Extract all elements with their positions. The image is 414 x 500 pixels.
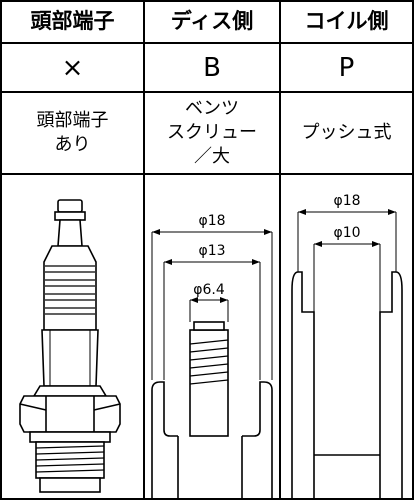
coil-outer-dim-label: φ18 xyxy=(333,193,360,209)
disc-arrowheads xyxy=(152,229,272,303)
screw-terminal-drawing xyxy=(151,321,273,499)
code-coil-side: P xyxy=(338,53,355,83)
code-disc-side: B xyxy=(203,53,221,83)
coil-dimension-lines xyxy=(297,211,397,312)
header-head-terminal: 頭部端子 xyxy=(30,9,115,33)
push-terminal-drawing xyxy=(291,271,403,499)
coil-inner-dim-label: φ10 xyxy=(333,225,360,241)
disc-outer-dim-label: φ18 xyxy=(198,213,225,229)
disc-dimension-lines xyxy=(151,231,273,380)
desc-coil-side: プッシュ式 xyxy=(301,122,392,143)
header-coil-side: コイル側 xyxy=(304,9,389,33)
desc-head-terminal: 頭部端子 あり xyxy=(36,110,109,155)
spark-plug-drawing xyxy=(19,199,121,493)
code-head-terminal: × xyxy=(61,53,84,83)
coil-arrowheads xyxy=(298,209,396,247)
header-disc-side: ディス側 xyxy=(170,9,254,33)
disc-middle-dim-label: φ13 xyxy=(198,243,225,259)
desc-disc-side: ベンツ スクリュー ／大 xyxy=(167,98,257,167)
disc-thread-dim-label: φ6.4 xyxy=(193,282,225,298)
